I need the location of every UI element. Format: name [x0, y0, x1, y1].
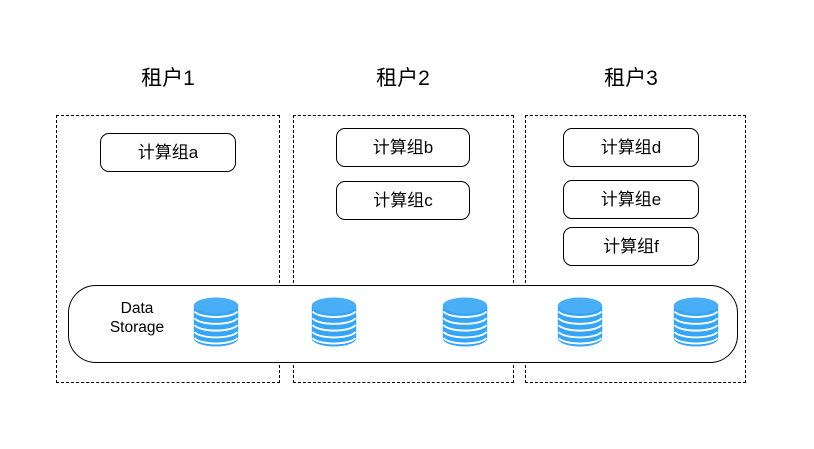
database-icon	[557, 297, 603, 347]
compute-group-d[interactable]: 计算组d	[563, 128, 699, 167]
compute-group-a[interactable]: 计算组a	[100, 133, 236, 172]
tenant-boundary-2	[293, 115, 514, 383]
database-icon	[193, 297, 239, 347]
compute-group-c[interactable]: 计算组c	[336, 181, 470, 220]
tenant-title-2: 租户2	[376, 67, 430, 90]
database-icon	[442, 297, 488, 347]
data-storage-label-line1: Data	[120, 300, 154, 317]
tenant-boundary-3	[525, 115, 746, 383]
database-icon	[673, 297, 719, 347]
tenant-title-3: 租户3	[604, 67, 658, 90]
compute-group-e[interactable]: 计算组e	[563, 180, 699, 219]
database-icon	[311, 297, 357, 347]
data-storage-label: Data Storage	[91, 299, 183, 337]
tenant-title-1: 租户1	[141, 67, 195, 90]
data-storage-container: Data Storage	[68, 285, 738, 363]
compute-group-f[interactable]: 计算组f	[563, 227, 699, 266]
compute-group-b[interactable]: 计算组b	[336, 128, 470, 167]
tenant-boundary-1	[56, 115, 280, 383]
data-storage-label-line2: Storage	[109, 319, 165, 336]
